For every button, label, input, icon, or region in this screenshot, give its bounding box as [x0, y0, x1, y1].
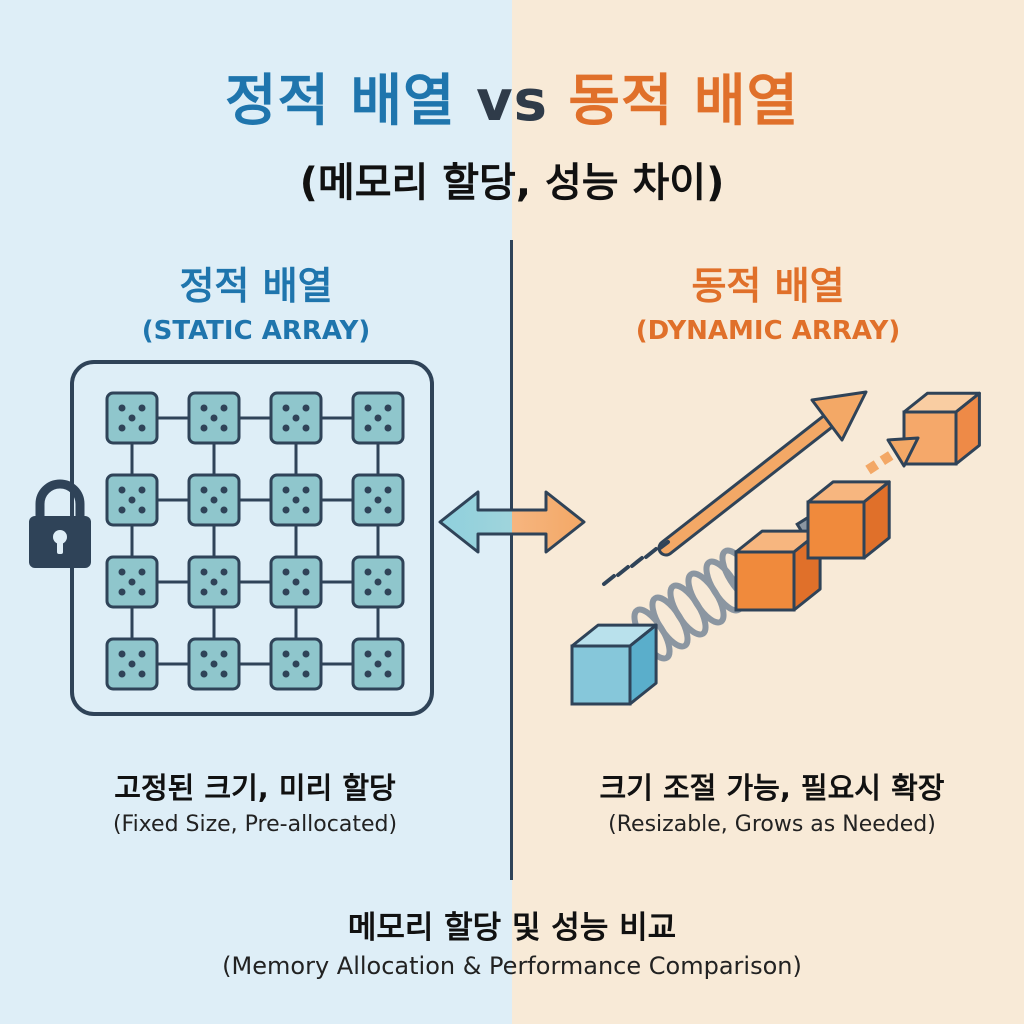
lock-icon — [29, 479, 91, 568]
array-cell — [187, 555, 241, 609]
grid-connectors — [130, 416, 380, 666]
static-caption-en: (Fixed Size, Pre-allocated) — [112, 812, 398, 837]
motion-lines — [602, 540, 670, 586]
dashed-arrow-icon — [865, 436, 920, 475]
static-caption-ko: 고정된 크기, 미리 할당 — [114, 771, 396, 805]
array-cell — [269, 473, 323, 527]
array-cell — [351, 391, 405, 445]
growth-arrow-icon — [657, 390, 868, 557]
title-vs: vs — [476, 69, 548, 134]
footer-subtitle: (Memory Allocation & Performance Compari… — [222, 952, 802, 980]
title-dynamic: 동적 배열 — [568, 69, 799, 134]
center-divider — [510, 240, 513, 880]
array-cell — [105, 391, 159, 445]
array-cell — [105, 555, 159, 609]
array-cell — [351, 637, 405, 691]
static-section-title: 정적 배열 — [179, 264, 333, 308]
title-static: 정적 배열 — [225, 69, 456, 134]
main-title: 정적 배열 vs 동적 배열 — [0, 56, 1024, 137]
cube-icon-blue — [570, 623, 658, 706]
array-cell — [187, 391, 241, 445]
cube-icon-orange-1 — [734, 529, 822, 612]
static-panel-background — [0, 0, 512, 1024]
footer-title: 메모리 할당 및 성능 비교 — [347, 910, 677, 946]
double-arrow-icon — [438, 490, 586, 554]
array-cell — [187, 637, 241, 691]
static-section-subtitle: (STATIC ARRAY) — [141, 316, 371, 346]
array-cell — [269, 555, 323, 609]
array-cell — [269, 391, 323, 445]
dynamic-caption-en: (Resizable, Grows as Needed) — [608, 812, 936, 837]
dynamic-array-cubes — [570, 391, 981, 706]
array-cell — [351, 473, 405, 527]
array-cell — [269, 637, 323, 691]
dynamic-section-subtitle: (DYNAMIC ARRAY) — [635, 316, 901, 346]
array-cell — [187, 473, 241, 527]
array-cell — [351, 555, 405, 609]
static-array-grid — [105, 391, 405, 691]
main-subtitle: (메모리 할당, 성능 차이) — [299, 160, 725, 206]
dynamic-caption-ko: 크기 조절 가능, 필요시 확장 — [599, 771, 945, 805]
array-cell — [105, 637, 159, 691]
dynamic-section-title: 동적 배열 — [691, 264, 845, 308]
dynamic-panel-background — [512, 0, 1024, 1024]
cube-icon-orange-3 — [902, 391, 981, 466]
cube-icon-orange-2 — [806, 480, 891, 560]
array-cell — [105, 473, 159, 527]
